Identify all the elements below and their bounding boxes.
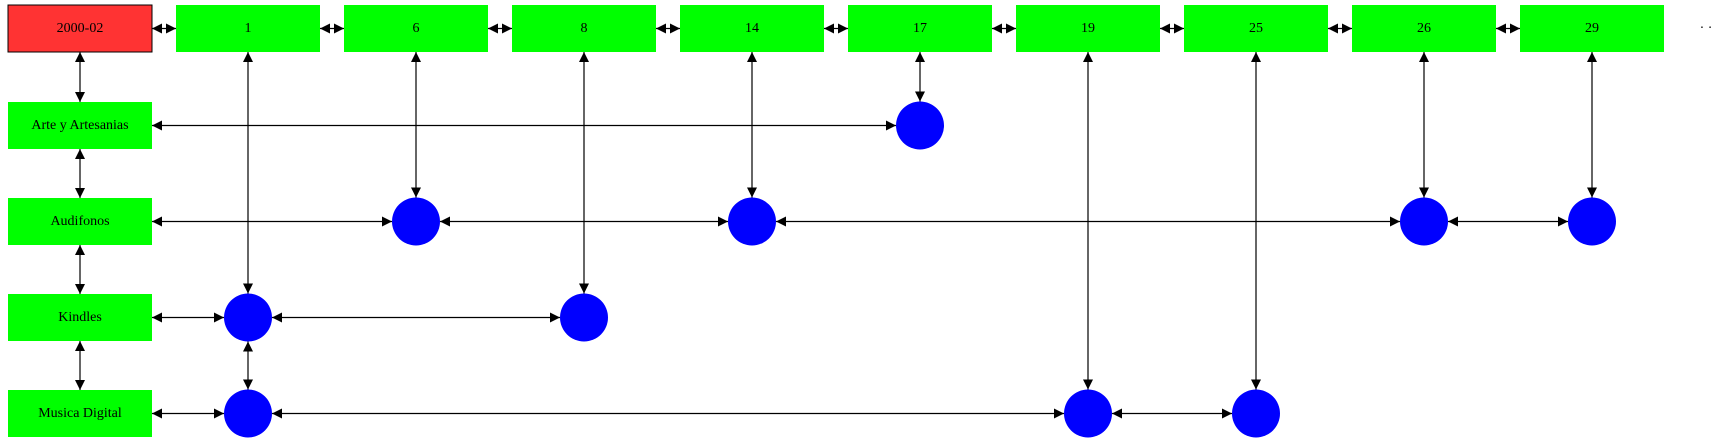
column-node-label-25: 25 <box>1249 21 1263 36</box>
dot-19-row-3 <box>1064 389 1112 438</box>
dot-8-row-2 <box>560 293 608 342</box>
edges-layer <box>75 23 1597 419</box>
column-node-label-19: 19 <box>1081 21 1095 36</box>
column-node-6 <box>344 5 488 52</box>
header-node <box>7 4 153 53</box>
column-node-label-26: 26 <box>1417 21 1431 36</box>
dot-6-row-1 <box>392 197 440 246</box>
column-node-14 <box>680 5 824 52</box>
column-node-25 <box>1184 5 1328 52</box>
row-node-label: Kindles <box>58 310 102 325</box>
row-node-1 <box>8 198 152 245</box>
row-node-2 <box>8 294 152 341</box>
column-node-label-6: 6 <box>413 21 420 36</box>
row-node-label: Audifonos <box>50 214 109 229</box>
header-node-label: 2000-02 <box>57 21 104 36</box>
column-node-26 <box>1352 5 1496 52</box>
more-indicator: · · <box>1700 21 1713 36</box>
nodes-layer <box>7 4 1664 438</box>
column-node-17 <box>848 5 992 52</box>
column-node-1 <box>176 5 320 52</box>
column-node-label-1: 1 <box>245 21 252 36</box>
column-node-label-29: 29 <box>1585 21 1599 36</box>
dot-17-row-0 <box>896 101 944 150</box>
column-node-label-14: 14 <box>745 21 759 36</box>
row-node-label: Musica Digital <box>38 406 122 421</box>
dot-25-row-3 <box>1232 389 1280 438</box>
dot-26-row-1 <box>1400 197 1448 246</box>
column-node-label-8: 8 <box>581 21 588 36</box>
column-node-29 <box>1520 5 1664 52</box>
labels-layer: 2000-02 1 6 8 14 17 19 25 26 29 · · Arte y Artesani… <box>31 21 1712 421</box>
column-node-19 <box>1016 5 1160 52</box>
dot-29-row-1 <box>1568 197 1616 246</box>
dot-14-row-1 <box>728 197 776 246</box>
column-node-8 <box>512 5 656 52</box>
column-node-label-17: 17 <box>913 21 927 36</box>
row-node-3 <box>8 390 152 437</box>
row-node-label: Arte y Artesanias <box>31 118 128 133</box>
dot-1-row-3 <box>224 389 272 438</box>
dot-1-row-2 <box>224 293 272 342</box>
row-node-0 <box>8 102 152 149</box>
